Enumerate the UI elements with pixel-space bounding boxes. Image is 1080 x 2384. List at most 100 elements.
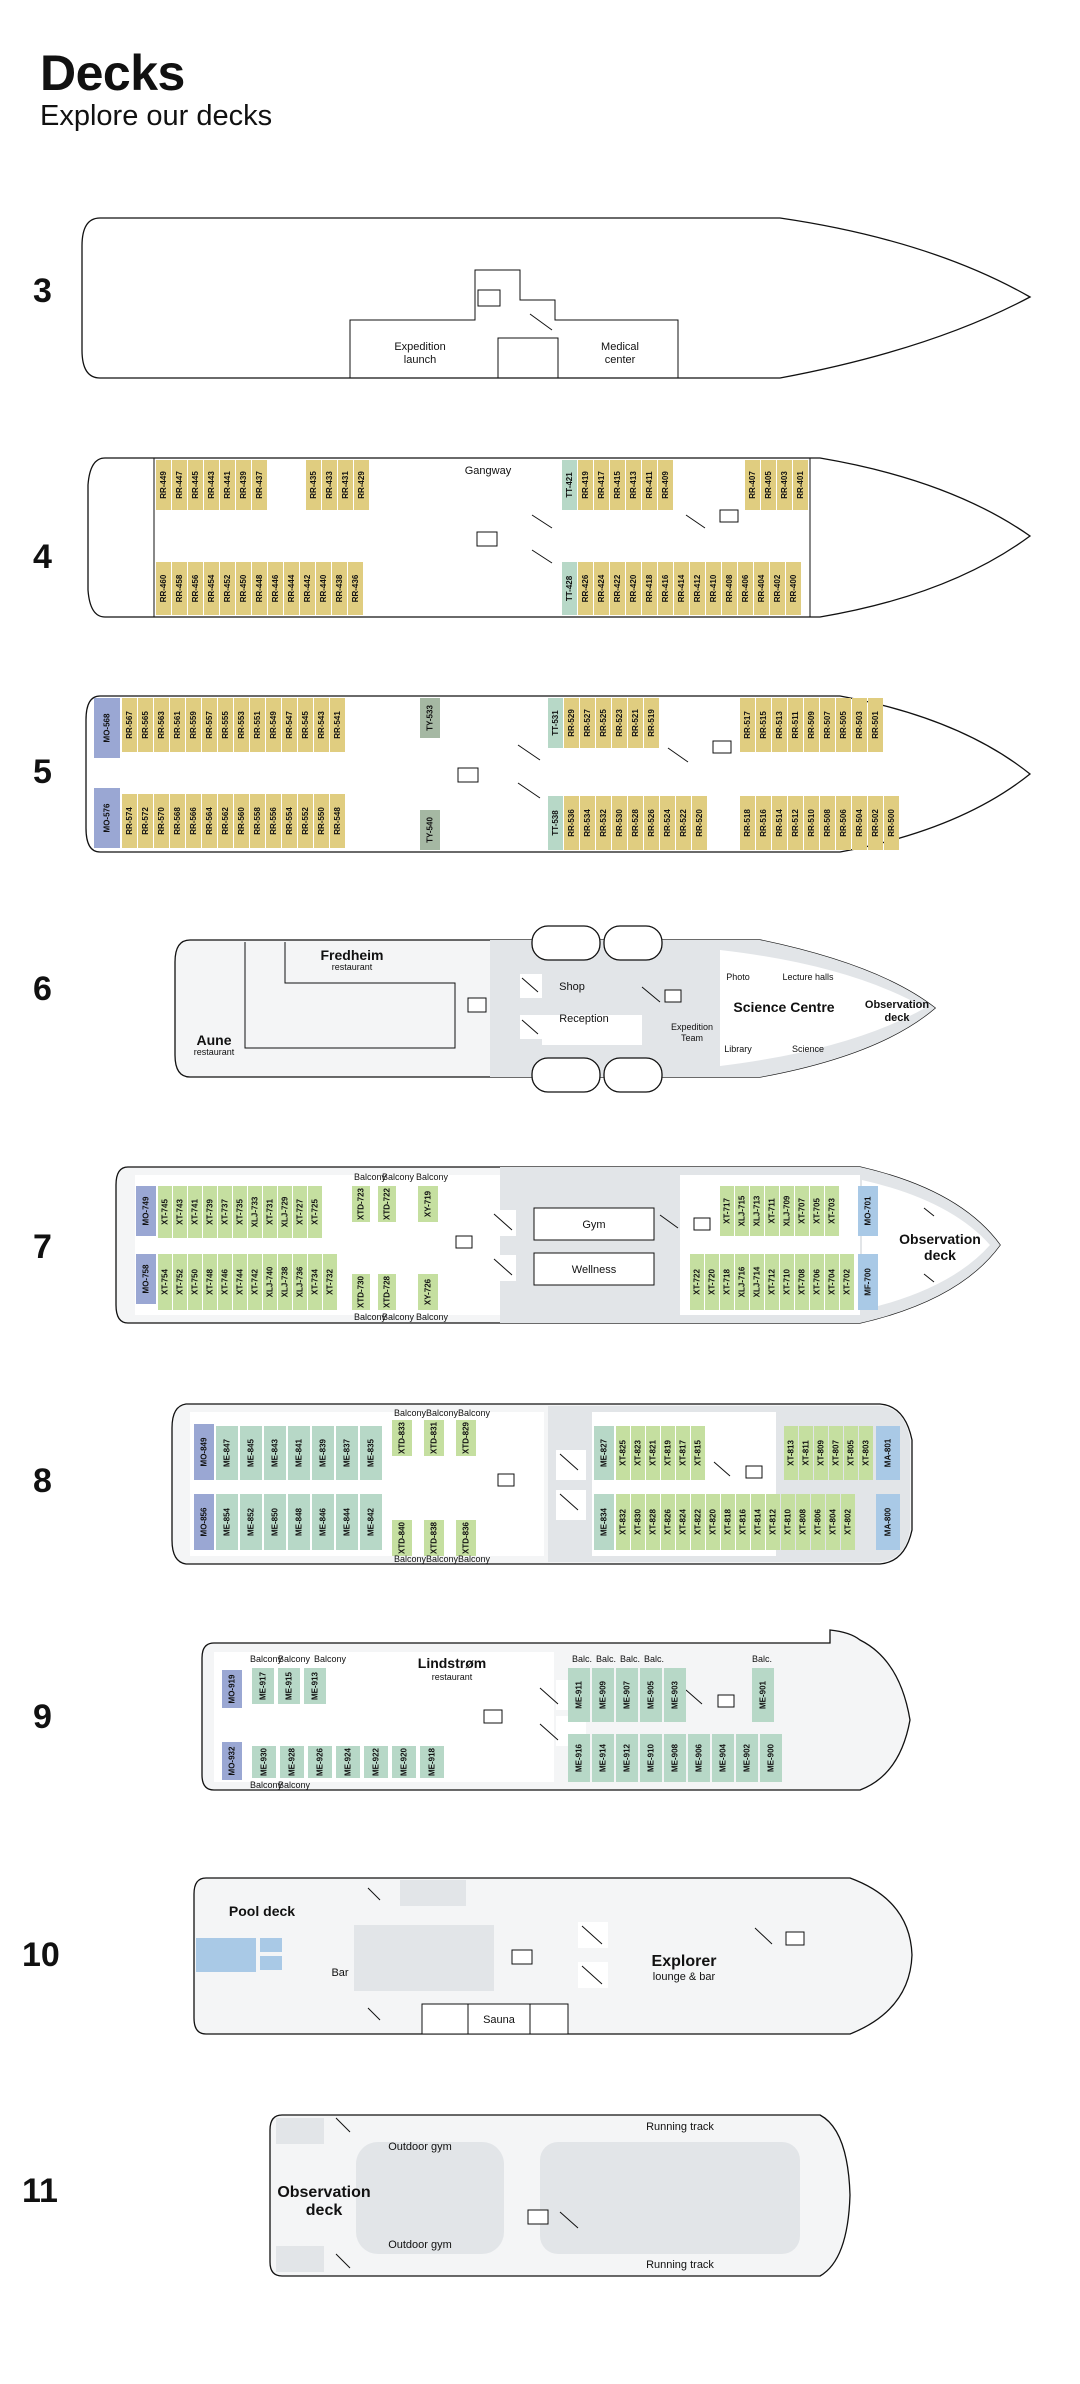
cabin[interactable]: [456, 1520, 476, 1556]
cabin[interactable]: [418, 1274, 438, 1310]
cabin[interactable]: [706, 562, 721, 615]
cabin[interactable]: [644, 698, 659, 748]
cabin[interactable]: [378, 1274, 396, 1310]
cabin[interactable]: [876, 1494, 900, 1550]
cabin[interactable]: [594, 460, 609, 510]
cabin[interactable]: [592, 1734, 614, 1782]
cabin[interactable]: [122, 698, 137, 752]
cabin[interactable]: [252, 1746, 276, 1778]
cabin[interactable]: [173, 1254, 187, 1310]
cabin[interactable]: [646, 1426, 660, 1480]
cabin[interactable]: [825, 1186, 839, 1236]
cabin[interactable]: [548, 796, 563, 850]
cabin[interactable]: [154, 698, 169, 752]
cabin[interactable]: [660, 796, 675, 850]
cabin[interactable]: [568, 1734, 590, 1782]
cabin[interactable]: [756, 796, 771, 850]
cabin[interactable]: [751, 1494, 765, 1550]
cabin[interactable]: [203, 1186, 217, 1238]
cabin[interactable]: [858, 1254, 878, 1310]
cabin[interactable]: [312, 1426, 334, 1480]
cabin[interactable]: [631, 1494, 645, 1550]
cabin[interactable]: [691, 1426, 705, 1480]
cabin[interactable]: [690, 562, 705, 615]
cabin[interactable]: [330, 794, 345, 848]
cabin[interactable]: [250, 794, 265, 848]
cabin[interactable]: [852, 796, 867, 850]
cabin[interactable]: [293, 1186, 307, 1238]
cabin[interactable]: [264, 1494, 286, 1550]
cabin[interactable]: [844, 1426, 858, 1480]
cabin[interactable]: [884, 796, 899, 850]
cabin[interactable]: [804, 698, 819, 752]
cabin[interactable]: [754, 562, 769, 615]
cabin[interactable]: [456, 1420, 476, 1456]
cabin[interactable]: [218, 1254, 232, 1310]
cabin[interactable]: [810, 1254, 824, 1310]
cabin[interactable]: [631, 1426, 645, 1480]
cabin[interactable]: [252, 460, 267, 510]
cabin[interactable]: [592, 1668, 614, 1722]
cabin[interactable]: [580, 796, 595, 850]
cabin[interactable]: [248, 1186, 262, 1238]
cabin[interactable]: [364, 1746, 388, 1778]
cabin[interactable]: [772, 796, 787, 850]
cabin[interactable]: [236, 460, 251, 510]
cabin[interactable]: [780, 1254, 794, 1310]
cabin[interactable]: [288, 1426, 310, 1480]
cabin[interactable]: [765, 1186, 779, 1236]
cabin[interactable]: [628, 796, 643, 850]
cabin[interactable]: [354, 460, 369, 510]
cabin[interactable]: [170, 794, 185, 848]
cabin[interactable]: [644, 796, 659, 850]
cabin[interactable]: [781, 1494, 795, 1550]
cabin[interactable]: [820, 796, 835, 850]
cabin[interactable]: [308, 1254, 322, 1310]
cabin[interactable]: [841, 1494, 855, 1550]
cabin[interactable]: [220, 460, 235, 510]
cabin[interactable]: [424, 1520, 444, 1556]
cabin[interactable]: [720, 1186, 734, 1236]
cabin[interactable]: [300, 562, 315, 615]
cabin[interactable]: [158, 1186, 172, 1238]
cabin[interactable]: [222, 1742, 242, 1780]
cabin[interactable]: [578, 562, 593, 615]
cabin[interactable]: [661, 1494, 675, 1550]
cabin[interactable]: [580, 698, 595, 748]
cabin[interactable]: [266, 794, 281, 848]
cabin[interactable]: [788, 698, 803, 752]
cabin[interactable]: [640, 1668, 662, 1722]
cabin[interactable]: [596, 796, 611, 850]
cabin[interactable]: [784, 1426, 798, 1480]
cabin[interactable]: [859, 1426, 873, 1480]
cabin[interactable]: [293, 1254, 307, 1310]
cabin[interactable]: [788, 796, 803, 850]
cabin[interactable]: [204, 460, 219, 510]
cabin[interactable]: [263, 1186, 277, 1238]
cabin[interactable]: [218, 794, 233, 848]
cabin[interactable]: [263, 1254, 277, 1310]
cabin[interactable]: [836, 796, 851, 850]
cabin[interactable]: [172, 460, 187, 510]
cabin[interactable]: [738, 562, 753, 615]
cabin[interactable]: [735, 1186, 749, 1236]
cabin[interactable]: [360, 1494, 382, 1550]
cabin[interactable]: [756, 698, 771, 752]
cabin[interactable]: [799, 1426, 813, 1480]
cabin[interactable]: [804, 796, 819, 850]
cabin[interactable]: [752, 1668, 774, 1722]
cabin[interactable]: [338, 460, 353, 510]
cabin[interactable]: [336, 1494, 358, 1550]
cabin[interactable]: [612, 796, 627, 850]
cabin[interactable]: [568, 1668, 590, 1722]
cabin[interactable]: [360, 1426, 382, 1480]
cabin[interactable]: [156, 562, 171, 615]
cabin[interactable]: [825, 1254, 839, 1310]
cabin[interactable]: [234, 794, 249, 848]
cabin[interactable]: [721, 1494, 735, 1550]
cabin[interactable]: [612, 698, 627, 748]
cabin[interactable]: [596, 698, 611, 748]
cabin[interactable]: [252, 1668, 274, 1704]
